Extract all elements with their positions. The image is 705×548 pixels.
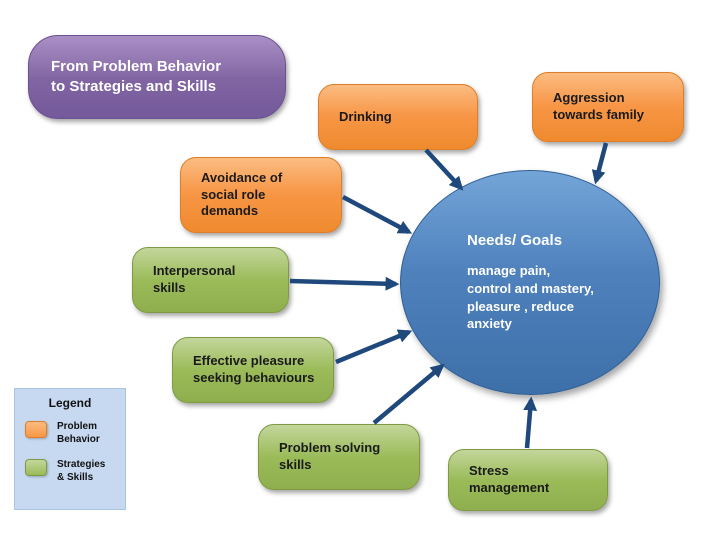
node-stress-management: Stress management bbox=[448, 449, 608, 511]
node-avoidance-social-role: Avoidance of social role demands bbox=[180, 157, 342, 233]
legend-item-problem-behavior: Problem Behavior bbox=[25, 420, 119, 446]
diagram-title: From Problem Behavior to Strategies and … bbox=[51, 57, 222, 95]
arrow-problem-solving-to-needs bbox=[372, 363, 445, 425]
node-drinking: Drinking bbox=[318, 84, 478, 150]
legend-title: Legend bbox=[48, 396, 92, 410]
node-pleasure-label: Effective pleasure seeking behaviours bbox=[193, 353, 315, 385]
node-effective-pleasure-seeking: Effective pleasure seeking behaviours bbox=[172, 337, 334, 403]
node-aggression-towards-family: Aggression towards family bbox=[532, 72, 684, 142]
needs-goals-body: manage pain, control and mastery, pleasu… bbox=[467, 263, 594, 332]
needs-goals-ellipse: Needs/ Goals manage pain, control and ma… bbox=[400, 170, 660, 395]
legend-label-problem-behavior: Problem Behavior bbox=[57, 421, 100, 445]
node-drinking-label: Drinking bbox=[339, 108, 392, 124]
node-problem-solving-skills: Problem solving skills bbox=[258, 424, 420, 490]
legend-label-strategies-skills: Strategies & Skills bbox=[57, 459, 106, 483]
legend: Legend Problem Behavior Strategies & Ski… bbox=[14, 388, 126, 510]
arrow-avoidance-to-needs bbox=[341, 195, 413, 234]
legend-swatch-problem-behavior bbox=[25, 421, 47, 438]
needs-goals-title: Needs/ Goals bbox=[467, 232, 563, 250]
arrow-aggression-to-needs bbox=[591, 142, 609, 185]
arrow-drinking-to-needs bbox=[424, 148, 464, 191]
node-aggression-label: Aggression towards family bbox=[553, 90, 645, 122]
arrow-stress-to-needs bbox=[523, 396, 538, 449]
node-interpersonal-skills: Interpersonal skills bbox=[132, 247, 289, 313]
node-interpersonal-label: Interpersonal skills bbox=[153, 263, 236, 295]
node-stress-label: Stress management bbox=[469, 463, 550, 495]
node-avoidance-label: Avoidance of social role demands bbox=[201, 169, 283, 219]
arrow-pleasure-to-needs bbox=[335, 329, 413, 365]
legend-swatch-strategies-skills bbox=[25, 459, 47, 476]
legend-item-strategies-skills: Strategies & Skills bbox=[25, 458, 119, 484]
node-problem-solving-label: Problem solving skills bbox=[279, 440, 381, 472]
arrow-interpersonal-to-needs bbox=[289, 276, 400, 291]
diagram-title-box: From Problem Behavior to Strategies and … bbox=[28, 35, 286, 119]
